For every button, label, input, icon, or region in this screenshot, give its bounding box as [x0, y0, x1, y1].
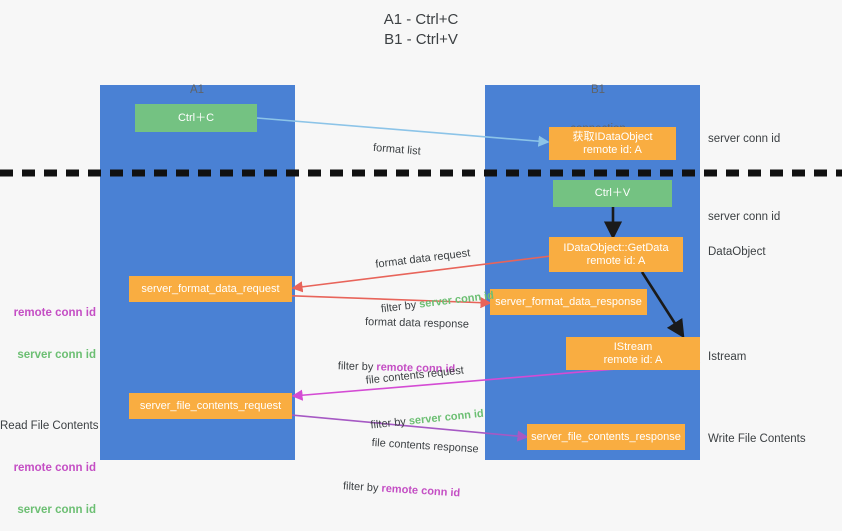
lane-header-a1-name: A1 [189, 84, 205, 96]
arrow-getdata-to-istream [640, 271, 685, 339]
edge-label-format-data-response-text: format data response [364, 315, 470, 331]
node-server-file-contents-response[interactable]: server_file_contents_response [527, 424, 685, 450]
annotation-server-conn-id: server conn id [17, 349, 96, 361]
node-ctrl-c-label: Ctrl＋C [177, 111, 215, 124]
annotation-format-data-conn: remote conn id server conn id [0, 278, 96, 376]
node-ctrl-v-label: Ctrl＋V [594, 187, 631, 199]
annotation-remote-conn-id: remote conn id [13, 307, 96, 319]
annotation-dataobject: DataObject [708, 246, 766, 258]
annotation-read-file-contents-title: Read File Contents [0, 420, 99, 432]
arrow-format-list [256, 117, 550, 147]
node-getdata-label: IDataObject::GetData [563, 241, 669, 254]
arrow-format-data-request [291, 255, 552, 293]
node-server-file-contents-request[interactable]: server_file_contents_request [129, 393, 292, 419]
node-server-file-contents-request-label: server_file_contents_request [139, 399, 282, 412]
node-server-format-data-response[interactable]: server_format_data_response [490, 289, 647, 315]
annotation-server-conn-id-paste: server conn id [708, 211, 781, 223]
edge-label-file-contents-response-text: file contents response [371, 436, 479, 456]
node-getdata-remote-id: remote id: A [586, 254, 646, 267]
node-idataobject-copy-label: 获取IDataObject [572, 130, 653, 143]
annotation-read-remote-conn-id: remote conn id [13, 462, 96, 474]
page-title: A1 - Ctrl+C B1 - Ctrl+V [383, 11, 459, 48]
node-idataobject-copy-remote-id: remote id: A [583, 143, 642, 156]
annotation-write-file-contents: Write File Contents [708, 433, 806, 445]
node-istream-remote-id: remote id: A [603, 353, 663, 366]
lane-header-b1-name: B1 [590, 84, 606, 96]
annotation-read-server-conn-id: server conn id [17, 504, 96, 516]
annotation-read-file-contents: Read File Contents remote conn id server… [0, 391, 99, 531]
node-server-file-contents-response-label: server_file_contents_response [531, 430, 681, 443]
node-istream[interactable]: IStream remote id: A [566, 337, 700, 370]
node-getdata[interactable]: IDataObject::GetData remote id: A [549, 237, 683, 272]
edge-label-format-list: format list [371, 111, 423, 175]
node-server-format-data-response-label: server_format_data_response [495, 295, 642, 308]
node-istream-label: IStream [613, 340, 653, 353]
edge-label-file-contents-response-filter: filter by [342, 480, 382, 495]
edge-label-file-contents-response-conn: remote conn id [381, 482, 461, 500]
node-ctrl-c[interactable]: Ctrl＋C [135, 104, 257, 132]
node-server-format-data-request[interactable]: server_format_data_request [129, 276, 292, 302]
edge-label-format-data-request-text: format data request [374, 247, 471, 271]
node-server-format-data-request-label: server_format_data_request [141, 282, 280, 295]
node-ctrl-v[interactable]: Ctrl＋V [553, 180, 672, 207]
edge-label-file-contents-response: file contents response filter by remote … [343, 406, 481, 517]
annotation-server-conn-id-copy: server conn id [708, 133, 781, 145]
edge-label-file-contents-request-text: file contents request [365, 364, 465, 387]
annotation-istream: Istream [708, 351, 747, 363]
edge-label-format-list-text: format list [372, 141, 422, 158]
node-idataobject-copy[interactable]: 获取IDataObject remote id: A [549, 127, 676, 160]
